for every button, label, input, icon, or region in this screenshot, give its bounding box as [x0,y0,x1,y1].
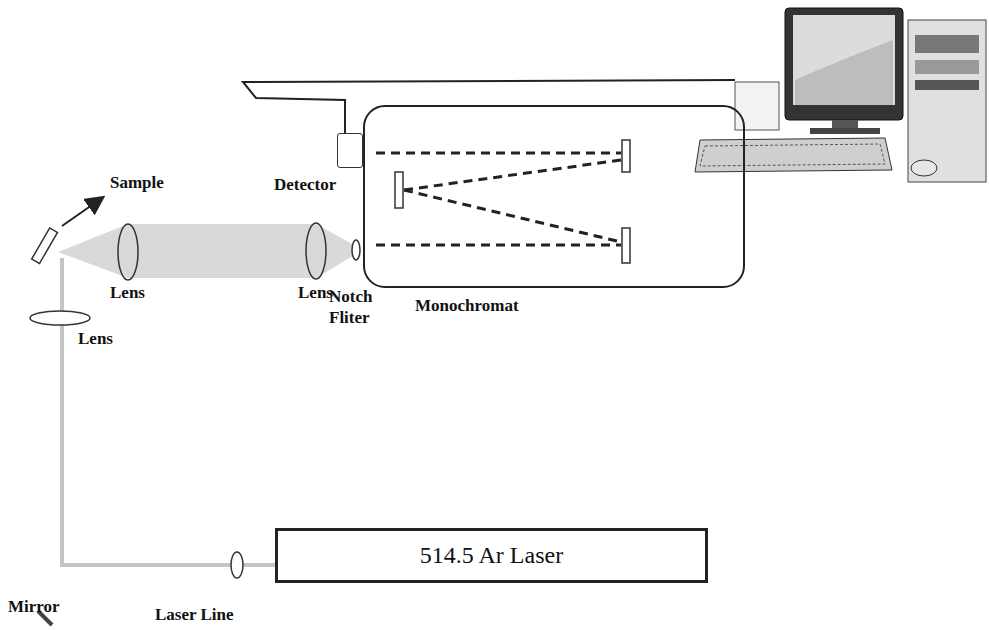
sample-pointer [62,198,102,226]
grating-mirror [622,140,630,172]
node-text: Detector [274,176,336,195]
lens-label: Lens [78,330,113,349]
detector-box: Detector [337,133,363,168]
monochromator-box: Monochromat [363,105,745,288]
notch-filter-label: Notch Fliter [329,286,401,329]
lens-label: Lens [298,284,333,303]
notch-filter [352,240,360,260]
light-path [376,153,621,245]
grating-mirror [622,228,630,263]
sample-plate [32,228,58,264]
lens [118,224,138,280]
laser-beam [62,258,275,565]
mirror-label: Mirror [8,598,60,617]
laser-line-filter [231,552,243,578]
laser-line-label: Laser Line [155,606,234,625]
lens [30,311,90,325]
lens-label: Lens [110,284,145,303]
scattered-light [58,224,356,278]
laser-box: 514.5 Ar Laser [275,528,708,583]
computer [695,8,986,182]
node-text: 514.5 Ar Laser [420,542,563,568]
lens [306,223,326,279]
node-text: Monochromat [415,297,519,316]
grating [395,172,403,208]
sample-label: Sample [110,174,164,193]
